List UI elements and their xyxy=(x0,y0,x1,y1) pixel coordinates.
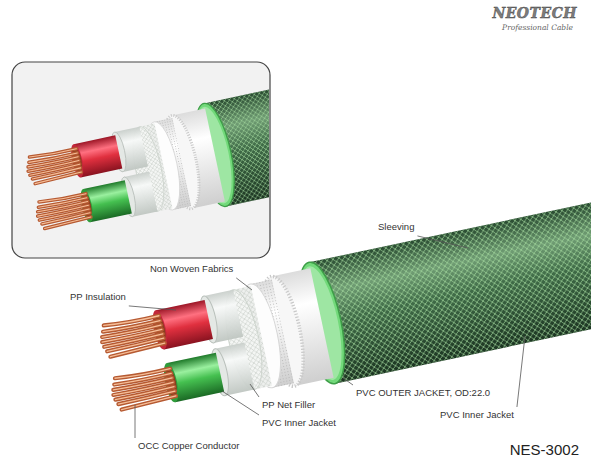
leader-line xyxy=(517,336,525,407)
part-label: Sleeving xyxy=(378,222,414,233)
leader-line xyxy=(135,405,136,438)
part-label: PP Insulation xyxy=(70,292,126,303)
cable-drawing xyxy=(95,183,591,429)
part-label: OCC Copper Conductor xyxy=(138,441,239,452)
part-label: Non Woven Fabrics xyxy=(150,264,233,275)
part-label: PVC OUTER JACKET, OD:22.0 xyxy=(356,388,490,399)
part-label: PVC Inner Jacket xyxy=(262,418,336,429)
brand-tagline: Professional Cable xyxy=(502,24,573,33)
brand-logo: NEOTECH xyxy=(492,5,577,21)
part-label: PVC Inner Jacket xyxy=(440,410,514,421)
leader-line xyxy=(236,278,252,290)
inset-view xyxy=(22,63,269,245)
leader-line xyxy=(343,378,353,385)
part-label: PP Net Filler xyxy=(262,400,315,411)
leader-line xyxy=(417,236,468,248)
model-number: NES-3002 xyxy=(510,441,579,458)
leader-line xyxy=(250,384,259,397)
leader-line xyxy=(129,306,176,310)
leader-line xyxy=(222,391,259,415)
